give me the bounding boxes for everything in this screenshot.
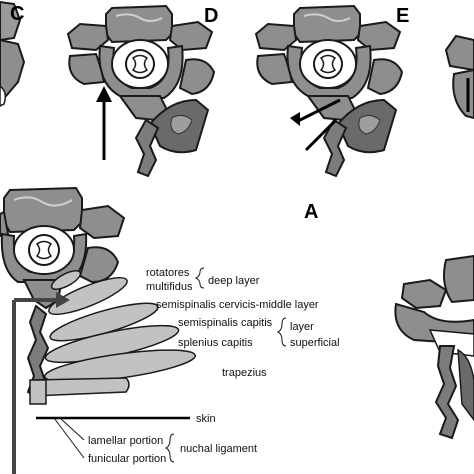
label-lamellar-portion: lamellar portion: [88, 435, 163, 447]
vertebra-partial-right: [444, 34, 474, 120]
label-layer: layer: [290, 321, 314, 333]
arrow-panel-a: [12, 292, 70, 474]
trapezius-muscle: [31, 377, 130, 397]
label-trapezius: trapezius: [222, 367, 267, 379]
label-splenius-capitis: splenius capitis: [178, 337, 253, 349]
panel-label-c: C: [10, 3, 24, 25]
label-deep-layer: deep layer: [208, 275, 260, 287]
multifidus-muscle: [48, 276, 128, 316]
label-semispinalis-cervicis: semispinalis cervicis-middle layer: [156, 299, 319, 311]
muscle-layers: [29, 270, 197, 405]
panel-label-a: A: [304, 201, 318, 223]
panel-label-d: D: [204, 5, 218, 27]
label-skin: skin: [196, 413, 216, 425]
label-superficial: superficial: [290, 337, 340, 349]
label-semispinalis-capitis: semispinalis capitis: [178, 317, 273, 329]
vertebra-panel-d: [66, 4, 216, 178]
labels-panel-a: rotatores multifidus deep layer semispin…: [88, 267, 340, 465]
label-funicular-portion: funicular portion: [88, 453, 166, 465]
vertebra-partial-left: [0, 0, 26, 107]
rotatores-muscle: [50, 270, 82, 290]
vertebra-partial-bottom-right: [394, 254, 474, 440]
leader-lines: [53, 267, 287, 463]
panel-label-e: E: [396, 5, 409, 27]
vertebra-panel-e: [254, 4, 404, 178]
label-rotatores: rotatores: [146, 267, 190, 279]
label-multifidus: multifidus: [146, 281, 193, 293]
arrow-panel-e: [290, 98, 341, 152]
label-nuchal-ligament: nuchal ligament: [180, 443, 257, 455]
arrow-panel-d: [96, 86, 112, 160]
